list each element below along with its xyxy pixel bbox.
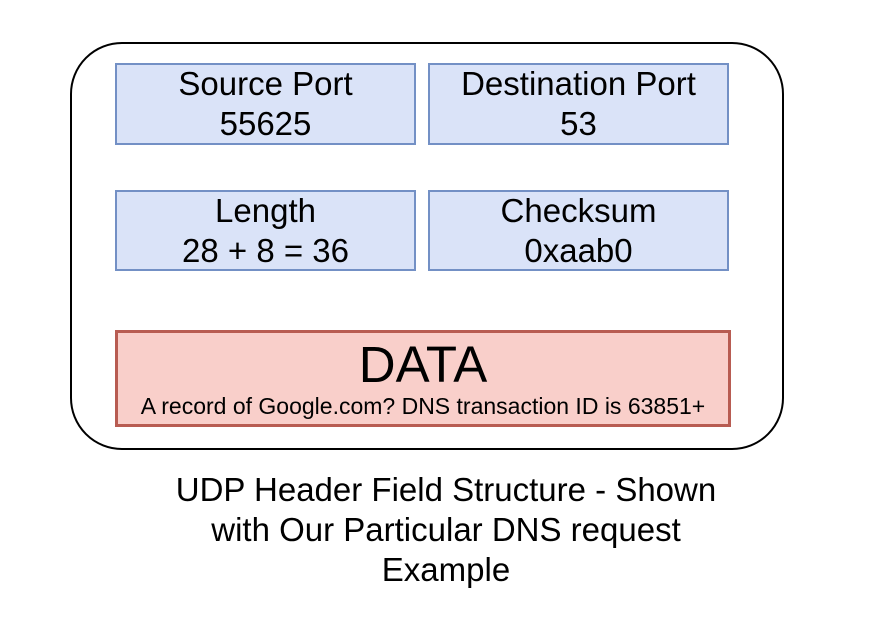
field-value: 55625 [219,105,312,142]
caption-line: with Our Particular DNS request [211,511,681,548]
field-label: Source Port [178,65,353,102]
field-value: 28 + 8 = 36 [182,231,349,269]
field-source-port: Source Port 55625 [115,63,416,145]
data-description: A record of Google.com? DNS transaction … [140,392,706,419]
field-label: Length [215,191,316,229]
caption-line: UDP Header Field Structure - Shown [175,471,717,508]
caption-line: Example [381,551,511,588]
field-value: 53 [560,105,597,142]
field-length: Length 28 + 8 = 36 [115,190,416,271]
field-data: DATA A record of Google.com? DNS transac… [115,330,731,427]
field-destination-port: Destination Port 53 [428,63,729,145]
field-label: Checksum [500,191,657,229]
data-title: DATA [358,335,488,393]
field-label: Destination Port [461,65,696,102]
field-value: 0xaab0 [524,231,633,269]
diagram-caption: UDP Header Field Structure - Shown with … [126,470,766,590]
field-checksum: Checksum 0xaab0 [428,190,729,271]
